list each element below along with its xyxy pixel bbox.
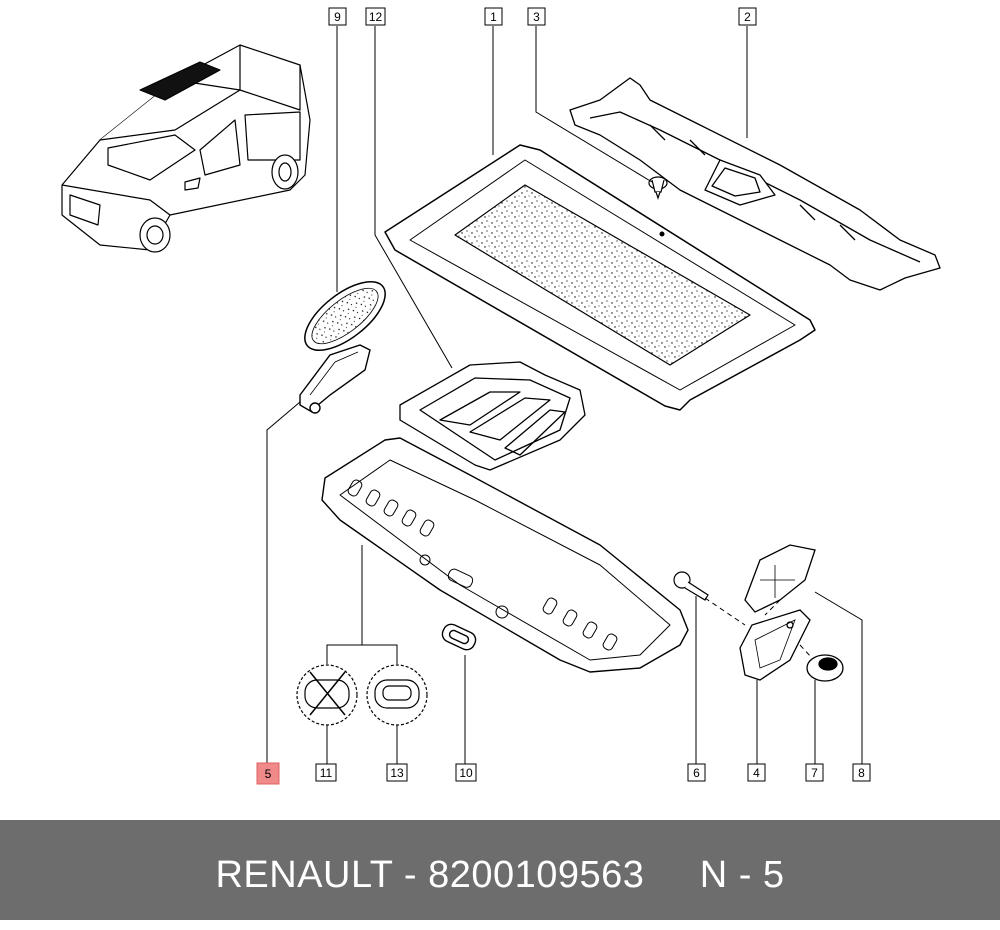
- callout-10: 10: [455, 763, 477, 782]
- part-3-clip: [648, 176, 668, 200]
- part-1-floor-panel: [384, 144, 816, 411]
- part-10-clip: [441, 623, 477, 651]
- callout-9: 9: [328, 7, 347, 26]
- part-8-cover-plate: [744, 544, 816, 613]
- callout-label: 9: [334, 10, 341, 24]
- vehicle-illustration: [61, 44, 311, 253]
- part-9-oval-pad: [304, 280, 386, 352]
- callout-13: 13: [386, 763, 408, 782]
- callout-6: 6: [687, 763, 706, 782]
- part-5-cover: [299, 344, 371, 414]
- callout-label: 10: [459, 766, 473, 780]
- callout-4: 4: [747, 763, 766, 782]
- callout-8: 8: [852, 763, 871, 782]
- callout-label: 5: [265, 767, 272, 781]
- callout-label: 11: [320, 766, 333, 780]
- part-11-detail: [296, 664, 358, 726]
- callout-2: 2: [738, 7, 757, 26]
- callout-label: 6: [693, 766, 700, 780]
- parcel-shelf: [321, 437, 689, 673]
- callout-label: 13: [390, 766, 404, 780]
- part-number-caption: RENAULT - 8200109563 N - 5: [215, 854, 785, 896]
- parts-diagram: 9 12 1 3 2 5 11 13 10 6 4 7 8: [61, 7, 941, 785]
- callout-label: 4: [753, 766, 760, 780]
- callout-1: 1: [484, 7, 503, 26]
- callout-7: 7: [805, 763, 824, 782]
- footer-bar: RENAULT - 8200109563 N - 5: [0, 820, 1000, 920]
- part-7-grommet: [806, 654, 844, 682]
- part-6-screw: [673, 571, 709, 601]
- part-12-tray: [399, 361, 586, 471]
- callout-5-highlighted: 5: [256, 762, 280, 785]
- part-13-detail: [366, 664, 428, 726]
- callout-label: 2: [744, 10, 751, 24]
- callout-label: 3: [533, 10, 540, 24]
- callout-label: 7: [811, 766, 818, 780]
- leader-lines: [266, 26, 863, 764]
- callout-11: 11: [315, 763, 337, 782]
- callout-label: 12: [369, 10, 383, 24]
- callout-label: 1: [490, 10, 497, 24]
- callout-3: 3: [527, 7, 546, 26]
- assembly-lines: [704, 597, 813, 659]
- part-2-rear-rail: [569, 77, 941, 291]
- part-4-bracket: [739, 609, 811, 681]
- callout-label: 8: [858, 766, 865, 780]
- callouts: 9 12 1 3 2 5 11 13 10 6 4 7 8: [256, 7, 871, 785]
- callout-12: 12: [365, 7, 386, 26]
